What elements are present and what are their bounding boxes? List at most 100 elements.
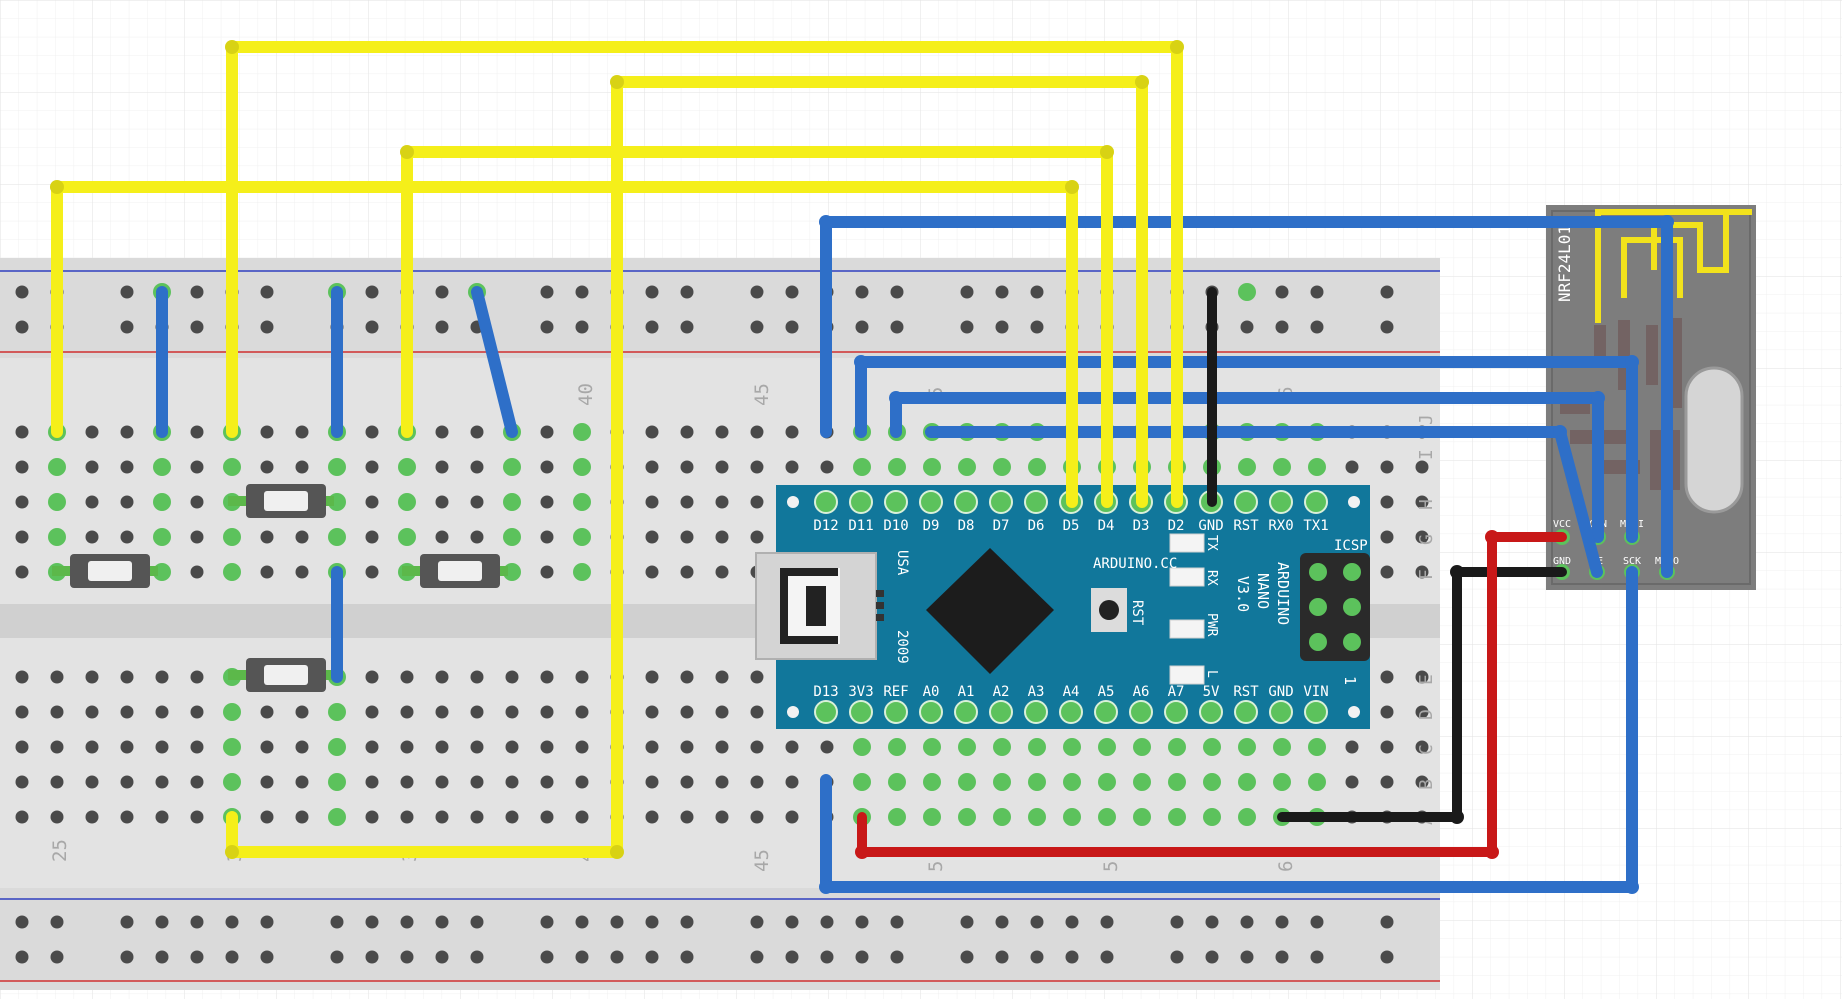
breadboard-hole[interactable] [540, 530, 554, 544]
breadboard-hole[interactable] [1203, 773, 1221, 791]
breadboard-hole[interactable] [575, 775, 589, 789]
breadboard-hole[interactable] [645, 775, 659, 789]
breadboard-hole[interactable] [50, 670, 64, 684]
breadboard-hole[interactable] [1168, 773, 1186, 791]
breadboard-hole[interactable] [890, 285, 904, 299]
breadboard-hole[interactable] [610, 950, 624, 964]
wire-bend-point[interactable] [50, 180, 64, 194]
breadboard-hole[interactable] [223, 738, 241, 756]
breadboard-hole[interactable] [645, 285, 659, 299]
arduino-pin[interactable] [989, 700, 1013, 724]
breadboard-hole[interactable] [190, 495, 204, 509]
wire-csn[interactable] [855, 356, 1638, 543]
breadboard-hole[interactable] [785, 810, 799, 824]
wire-bend-point[interactable] [610, 845, 624, 859]
breadboard-hole[interactable] [575, 705, 589, 719]
breadboard-hole[interactable] [680, 915, 694, 929]
breadboard-hole[interactable] [958, 738, 976, 756]
breadboard-hole[interactable] [1168, 808, 1186, 826]
breadboard-hole[interactable] [153, 493, 171, 511]
breadboard-hole[interactable] [1380, 530, 1394, 544]
breadboard-hole[interactable] [645, 460, 659, 474]
breadboard-hole[interactable] [645, 320, 659, 334]
breadboard-hole[interactable] [225, 915, 239, 929]
breadboard-hole[interactable] [923, 738, 941, 756]
arduino-pin[interactable] [1164, 700, 1188, 724]
breadboard-hole[interactable] [155, 670, 169, 684]
breadboard-hole[interactable] [575, 915, 589, 929]
breadboard-hole[interactable] [365, 460, 379, 474]
breadboard-hole[interactable] [923, 773, 941, 791]
breadboard-hole[interactable] [1028, 773, 1046, 791]
wire-bend-point[interactable] [1450, 810, 1464, 824]
breadboard-hole[interactable] [540, 915, 554, 929]
breadboard-hole[interactable] [540, 285, 554, 299]
arduino-pin[interactable] [884, 700, 908, 724]
breadboard-hole[interactable] [750, 460, 764, 474]
breadboard-hole[interactable] [260, 565, 274, 579]
breadboard-hole[interactable] [155, 775, 169, 789]
breadboard-hole[interactable] [750, 670, 764, 684]
breadboard-hole[interactable] [1205, 950, 1219, 964]
breadboard-hole[interactable] [1275, 320, 1289, 334]
breadboard-hole[interactable] [1345, 740, 1359, 754]
breadboard-hole[interactable] [50, 810, 64, 824]
breadboard-hole[interactable] [540, 950, 554, 964]
breadboard-hole[interactable] [715, 530, 729, 544]
breadboard-hole[interactable] [750, 950, 764, 964]
breadboard-hole[interactable] [85, 670, 99, 684]
breadboard-hole[interactable] [155, 915, 169, 929]
breadboard-hole[interactable] [120, 285, 134, 299]
breadboard-hole[interactable] [1240, 950, 1254, 964]
breadboard-hole[interactable] [1273, 458, 1291, 476]
breadboard-hole[interactable] [540, 705, 554, 719]
breadboard-hole[interactable] [1275, 950, 1289, 964]
breadboard-hole[interactable] [1098, 773, 1116, 791]
wire-bend-point[interactable] [1591, 391, 1605, 405]
breadboard-hole[interactable] [260, 285, 274, 299]
wire-bend-point[interactable] [1170, 40, 1184, 54]
breadboard-hole[interactable] [435, 915, 449, 929]
breadboard-hole[interactable] [435, 495, 449, 509]
breadboard-hole[interactable] [15, 320, 29, 334]
breadboard-hole[interactable] [330, 950, 344, 964]
breadboard-hole[interactable] [190, 460, 204, 474]
breadboard-hole[interactable] [153, 458, 171, 476]
breadboard-hole[interactable] [1100, 950, 1114, 964]
breadboard-hole[interactable] [1415, 565, 1429, 579]
breadboard-hole[interactable] [1415, 740, 1429, 754]
breadboard-hole[interactable] [400, 705, 414, 719]
breadboard-hole[interactable] [960, 285, 974, 299]
breadboard-hole[interactable] [400, 740, 414, 754]
breadboard-hole[interactable] [575, 740, 589, 754]
breadboard-hole[interactable] [190, 740, 204, 754]
breadboard-hole[interactable] [715, 565, 729, 579]
breadboard-hole[interactable] [328, 808, 346, 826]
breadboard-hole[interactable] [715, 460, 729, 474]
breadboard-hole[interactable] [1415, 775, 1429, 789]
arduino-pin[interactable] [1199, 700, 1223, 724]
breadboard-hole[interactable] [853, 773, 871, 791]
wire-bend-point[interactable] [1625, 880, 1639, 894]
breadboard-hole[interactable] [715, 775, 729, 789]
breadboard-hole[interactable] [995, 950, 1009, 964]
breadboard-hole[interactable] [785, 460, 799, 474]
breadboard-hole[interactable] [260, 530, 274, 544]
breadboard-hole[interactable] [785, 425, 799, 439]
breadboard-hole[interactable] [470, 530, 484, 544]
breadboard-hole[interactable] [85, 460, 99, 474]
breadboard-hole[interactable] [1380, 775, 1394, 789]
wire-bend-point[interactable] [1485, 530, 1499, 544]
breadboard-hole[interactable] [750, 775, 764, 789]
breadboard-hole[interactable] [15, 530, 29, 544]
breadboard-hole[interactable] [1345, 460, 1359, 474]
breadboard-hole[interactable] [645, 705, 659, 719]
wire-bend-point[interactable] [1625, 355, 1639, 369]
breadboard-hole[interactable] [993, 738, 1011, 756]
breadboard-hole[interactable] [15, 740, 29, 754]
breadboard-hole[interactable] [855, 915, 869, 929]
breadboard-hole[interactable] [328, 703, 346, 721]
breadboard-hole[interactable] [328, 738, 346, 756]
breadboard-hole[interactable] [888, 773, 906, 791]
arduino-pin[interactable] [849, 490, 873, 514]
